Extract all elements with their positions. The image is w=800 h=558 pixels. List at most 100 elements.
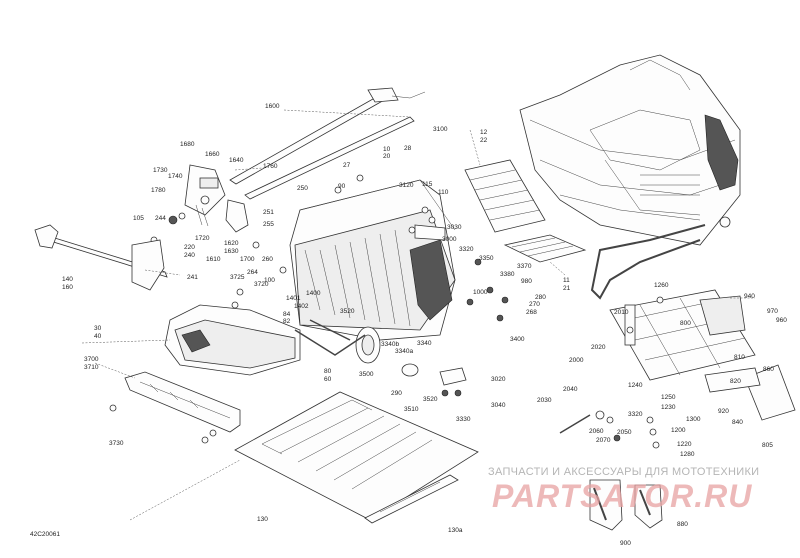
callout-label: 900: [620, 540, 631, 547]
callout-label: 3040: [491, 402, 506, 409]
callout-label: 3520: [423, 396, 438, 403]
callout-label: 60: [324, 376, 332, 383]
callout-label: 1280: [680, 451, 695, 458]
callout-label: 1600: [265, 103, 280, 110]
callout-label: 1300: [686, 416, 701, 423]
callout-label: 1230: [661, 404, 676, 411]
callout-label: 2010: [614, 309, 629, 316]
callout-label: 251: [263, 209, 274, 216]
callout-label: 1740: [168, 173, 183, 180]
callout-label: 130: [257, 516, 268, 523]
callout-label: 2060: [589, 428, 604, 435]
callout-label: 1260: [654, 282, 669, 289]
callout-label: 2040: [563, 386, 578, 393]
callout-label: 10: [383, 146, 391, 153]
callout-label: 810: [734, 354, 745, 361]
callout-label: 3000: [442, 236, 457, 243]
callout-label: 244: [155, 215, 166, 222]
callout-label: 27: [343, 162, 351, 169]
callout-label: 940: [744, 293, 755, 300]
callout-label: 3340b: [381, 341, 399, 348]
callout-label: 1401: [286, 295, 301, 302]
callout-label: 2030: [537, 397, 552, 404]
callout-label: 980: [521, 278, 532, 285]
watermark-logo: PARTSATOR.RU: [492, 478, 753, 514]
cable-rod-part: [590, 224, 706, 300]
callout-label: 3350: [479, 255, 494, 262]
callout-label: 1402: [294, 303, 309, 310]
callout-label: 115: [422, 181, 433, 188]
floor-plate-12-part: [464, 159, 546, 233]
callout-label: 130a: [448, 527, 463, 534]
callout-label: 84: [283, 311, 291, 318]
callout-label: 80: [324, 368, 332, 375]
callout-label: 260: [262, 256, 273, 263]
rod-1600-part: [229, 87, 426, 200]
callout-label: 1630: [224, 248, 239, 255]
callout-label: 1780: [151, 187, 166, 194]
callout-label: 1000: [473, 289, 488, 296]
callout-label: 1250: [661, 394, 676, 401]
callout-label: 1240: [628, 382, 643, 389]
latch-assembly-part: [150, 164, 249, 244]
hub-3500-part: [355, 326, 467, 386]
callout-label: 3720: [254, 281, 269, 288]
callout-label: 880: [677, 521, 688, 528]
callout-label: 280: [535, 294, 546, 301]
callout-label: 1610: [206, 256, 221, 263]
callout-label: 1660: [205, 151, 220, 158]
callout-label: 290: [391, 390, 402, 397]
callout-label: 3710: [84, 364, 99, 371]
callout-label: 3380: [500, 271, 515, 278]
callout-label: 3370: [517, 263, 532, 270]
callout-label: 1730: [153, 167, 168, 174]
callout-label: 2050: [617, 429, 632, 436]
callout-label: 3320: [459, 246, 474, 253]
tailgate-panel-part: [289, 179, 456, 341]
callout-label: 1680: [180, 141, 195, 148]
callout-label: 241: [187, 274, 198, 281]
callout-label: 3730: [109, 440, 124, 447]
callout-label: 1400: [306, 290, 321, 297]
leader-lines: [81, 109, 755, 521]
callout-label: 268: [526, 309, 537, 316]
cargo-box-part: [519, 54, 741, 246]
callout-label: 3510: [404, 406, 419, 413]
callout-label: 140: [62, 276, 73, 283]
plate-860-part: [704, 367, 761, 393]
callout-label: 3400: [510, 336, 525, 343]
callout-label: 1620: [224, 240, 239, 247]
link-arm-part: [294, 329, 366, 356]
floor-plate-11-part: [503, 234, 587, 263]
callout-label: 3320: [628, 411, 643, 418]
callout-label: 30: [94, 325, 102, 332]
callout-label: 240: [184, 252, 195, 259]
callout-labels: 1600 3100 1680 1660 1640 1730 1740 1760 …: [62, 103, 787, 547]
callout-label: 860: [763, 366, 774, 373]
callout-label: 40: [94, 333, 102, 340]
callout-label: 1720: [195, 235, 210, 242]
side-panel-part: [164, 304, 301, 376]
callout-label: 3340: [417, 340, 432, 347]
callout-label: 1220: [677, 441, 692, 448]
callout-label: 28: [404, 145, 412, 152]
callout-label: 3120: [399, 182, 414, 189]
callout-label: 1640: [229, 157, 244, 164]
callout-label: 21: [563, 285, 571, 292]
pivot-bar-part: [34, 224, 168, 291]
callout-label: 250: [297, 185, 308, 192]
callout-label: 2070: [596, 437, 611, 444]
callout-label: 3700: [84, 356, 99, 363]
callout-label: 1200: [671, 427, 686, 434]
callout-label: 270: [529, 301, 540, 308]
callout-label: 3340a: [395, 348, 413, 355]
callout-label: 11: [563, 277, 570, 284]
step-3700-part: [124, 371, 241, 433]
callout-label: 110: [438, 189, 449, 196]
hardware-parts: [109, 174, 664, 449]
callout-label: 255: [263, 221, 274, 228]
callout-label: 3500: [359, 371, 374, 378]
watermark-tagline: ЗАПЧАСТИ И АКСЕССУАРЫ ДЛЯ МОТОТЕХНИКИ: [488, 466, 760, 478]
callout-label: 105: [133, 215, 144, 222]
